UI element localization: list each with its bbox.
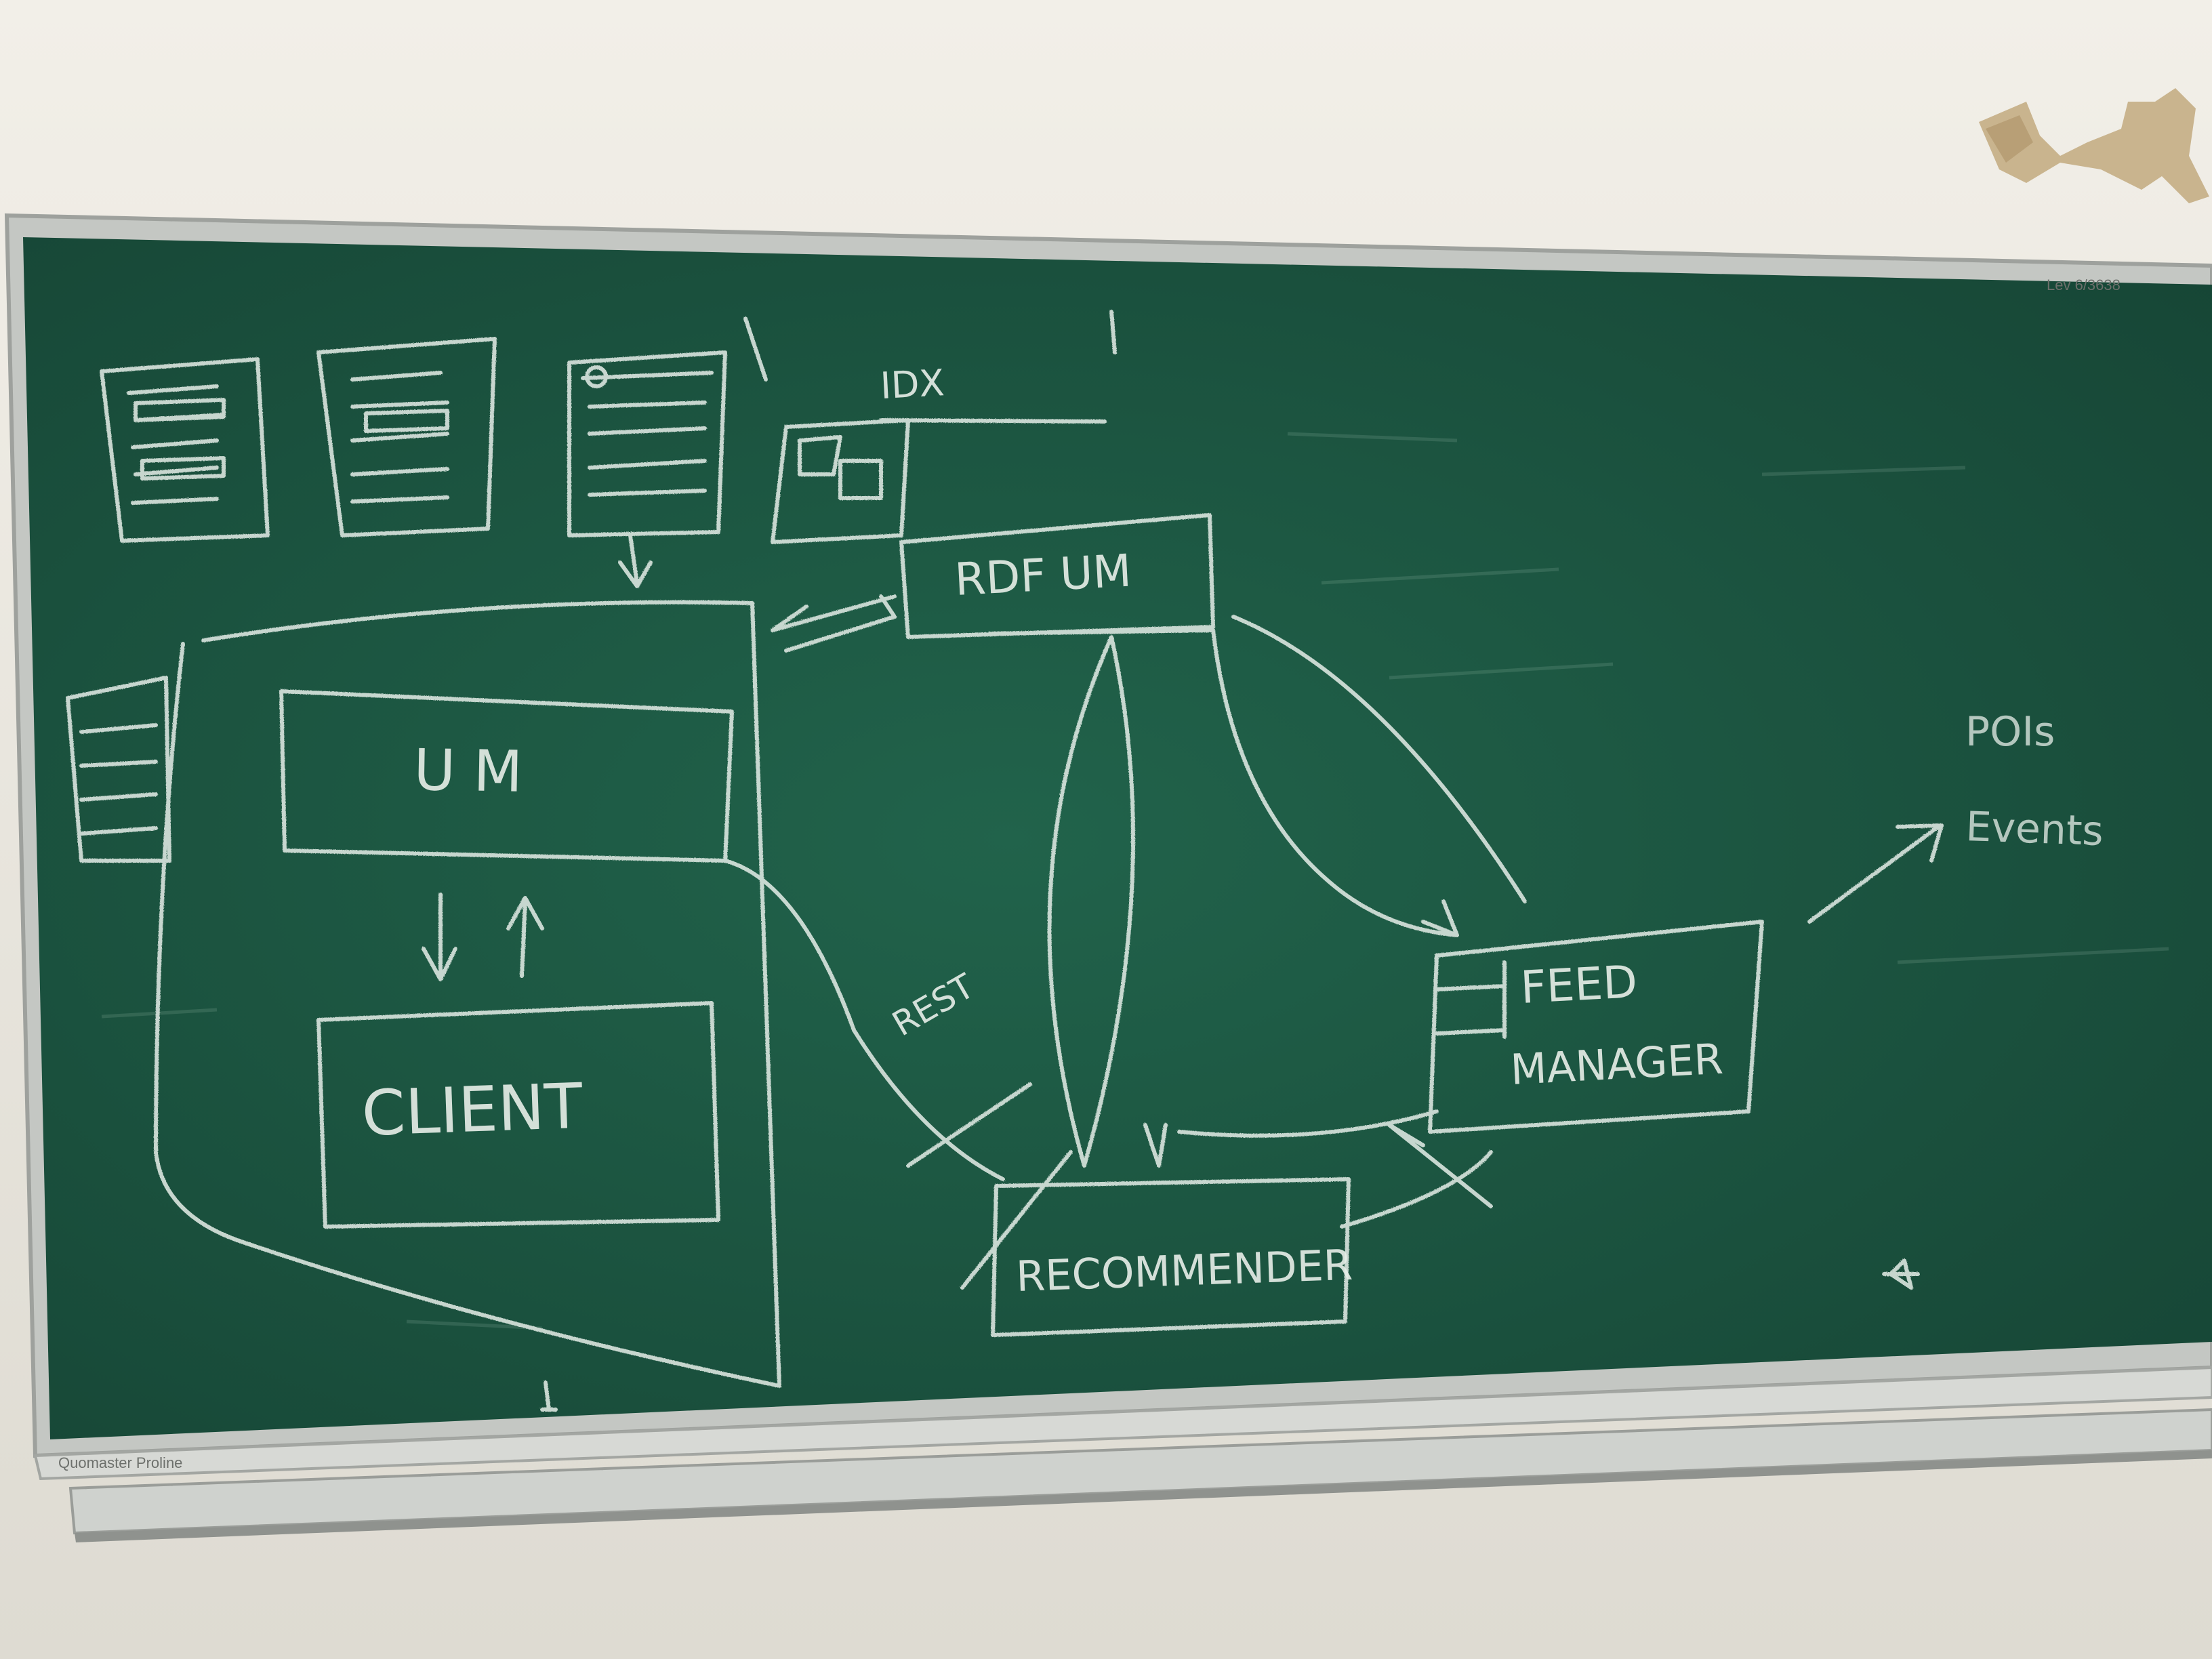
recommender-arrow bbox=[1143, 1123, 1168, 1168]
chalk-tray bbox=[33, 1366, 2212, 1542]
events-label: Events bbox=[1965, 803, 2104, 855]
bidirectional-arrow bbox=[771, 594, 897, 653]
rdf-um-underline bbox=[987, 628, 1215, 636]
feed-manager-divider bbox=[1435, 960, 1507, 1039]
feed-connector-b bbox=[1231, 615, 1527, 903]
down-arrow bbox=[422, 893, 457, 981]
up-arrow bbox=[506, 896, 544, 978]
idx-label: IDX bbox=[879, 361, 945, 407]
chalkboard bbox=[4, 213, 2212, 1458]
rest-crossbar bbox=[906, 1082, 1032, 1168]
feed-to-recommender-arrow bbox=[1387, 1123, 1493, 1208]
rdf-um-box bbox=[899, 513, 1215, 639]
feed-manager-label-2: MANAGER bbox=[1509, 1034, 1724, 1094]
um-label: U M bbox=[413, 737, 523, 805]
output-arrow bbox=[1807, 823, 1944, 924]
brand-label: Quomaster Proline bbox=[58, 1454, 182, 1471]
chalk-mark bbox=[1882, 1258, 1920, 1290]
client-label: CLIENT bbox=[361, 1070, 584, 1150]
recommender-curve bbox=[1340, 1150, 1493, 1229]
recommender-box bbox=[991, 1177, 1351, 1337]
document-icon bbox=[567, 350, 727, 588]
ellipse-link bbox=[1047, 635, 1135, 1168]
feed-manager-box bbox=[1428, 920, 1764, 1134]
idx-node bbox=[743, 310, 1117, 544]
chalk-sketch bbox=[66, 310, 1944, 1412]
feed-manager-label-1: FEED bbox=[1519, 956, 1639, 1014]
document-stack-icon bbox=[100, 357, 270, 543]
rest-connector bbox=[723, 859, 1005, 1181]
document-stack-icon bbox=[66, 676, 171, 863]
pois-label: POIs bbox=[1965, 708, 2055, 756]
recommender-feed-link bbox=[1177, 1109, 1439, 1138]
recommender-slash bbox=[960, 1150, 1073, 1290]
rdf-um-label: RDF UM bbox=[954, 544, 1133, 606]
feed-connector-a bbox=[1211, 628, 1459, 937]
client-box bbox=[316, 1001, 720, 1229]
recommender-label: RECOMMENDER bbox=[1015, 1240, 1353, 1301]
feed-arrowhead bbox=[1421, 899, 1459, 937]
peeling-paint bbox=[1979, 88, 2209, 203]
app-container bbox=[154, 600, 781, 1388]
document-stack-icon bbox=[316, 337, 497, 537]
chalk-mark bbox=[540, 1380, 558, 1412]
board-serial-text: Lev 6/3638 bbox=[2047, 276, 2121, 293]
